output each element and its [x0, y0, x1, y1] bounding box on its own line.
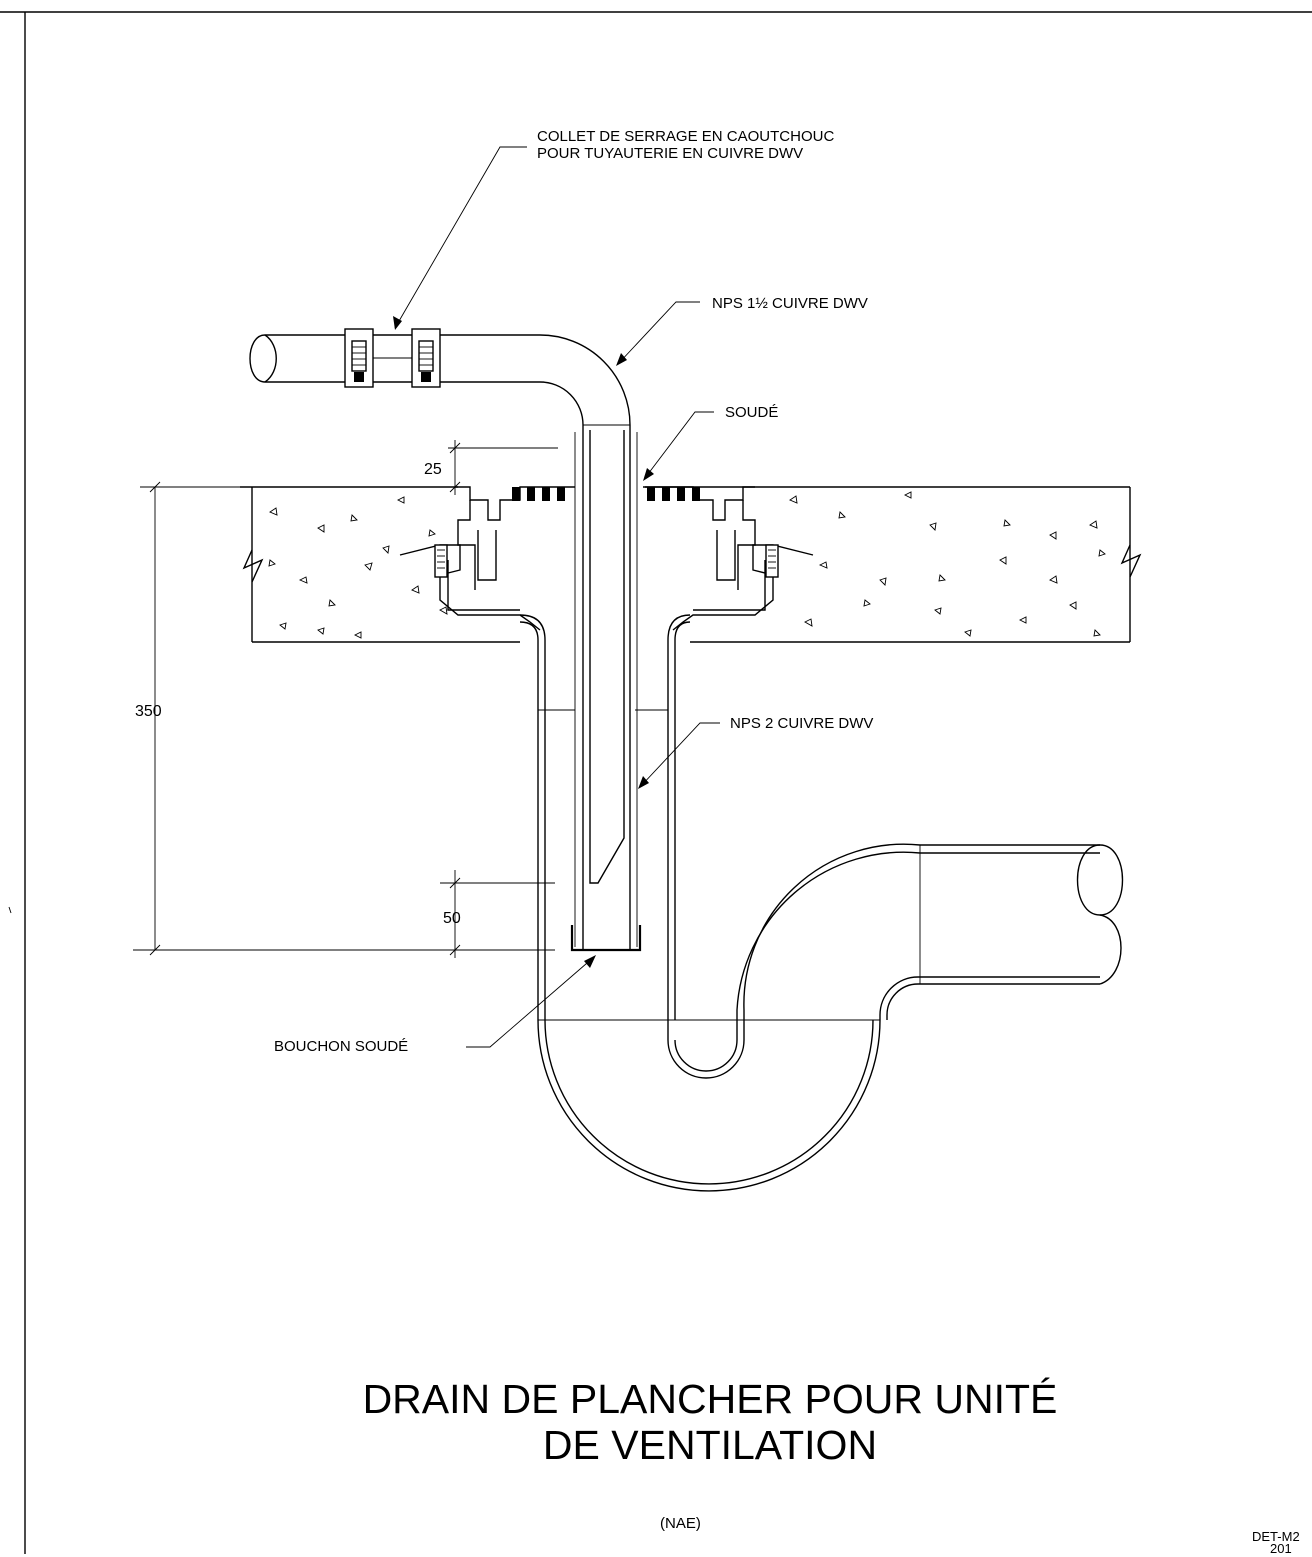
drawing-reference: (NAE) [660, 1515, 701, 1532]
label-nps-2: NPS 2 CUIVRE DWV [730, 715, 874, 732]
floor-drain-body [399, 486, 700, 631]
drawing-title-line2: DE VENTILATION [542, 1422, 878, 1468]
drain-grate [512, 487, 700, 501]
concrete-aggregate [268, 491, 1106, 639]
dimension-lines [133, 440, 558, 958]
label-collet-line2: POUR TUYAUTERIE EN CUIVRE DWV [537, 145, 804, 162]
label-bouchon: BOUCHON SOUDÉ [274, 1038, 409, 1055]
drawing-title-line1: DRAIN DE PLANCHER POUR UNITÉ [362, 1376, 1058, 1422]
p-trap [537, 843, 1124, 1192]
drawing-frame [0, 11, 1312, 1554]
drawing-number-line1: DET-M2 [1252, 1529, 1300, 1544]
vent-pipe-nps1-5 [249, 334, 642, 952]
leader-lines [393, 146, 720, 1048]
drawing-number-line2: 201 [1270, 1541, 1292, 1556]
rubber-clamps [344, 328, 441, 388]
dimension-25: 25 [424, 461, 442, 478]
dimension-350: 350 [135, 703, 162, 720]
label-collet-line1: COLLET DE SERRAGE EN CAOUTCHOUC [537, 128, 835, 145]
floor-drain-body-right [643, 486, 814, 631]
outlet-pipe-nps2 [519, 614, 880, 1021]
label-soude: SOUDÉ [725, 404, 779, 421]
dimension-50: 50 [443, 910, 461, 927]
concrete-slab [240, 486, 1142, 643]
label-nps-1-5: NPS 1½ CUIVRE DWV [712, 295, 868, 312]
margin-mark [8, 906, 12, 914]
